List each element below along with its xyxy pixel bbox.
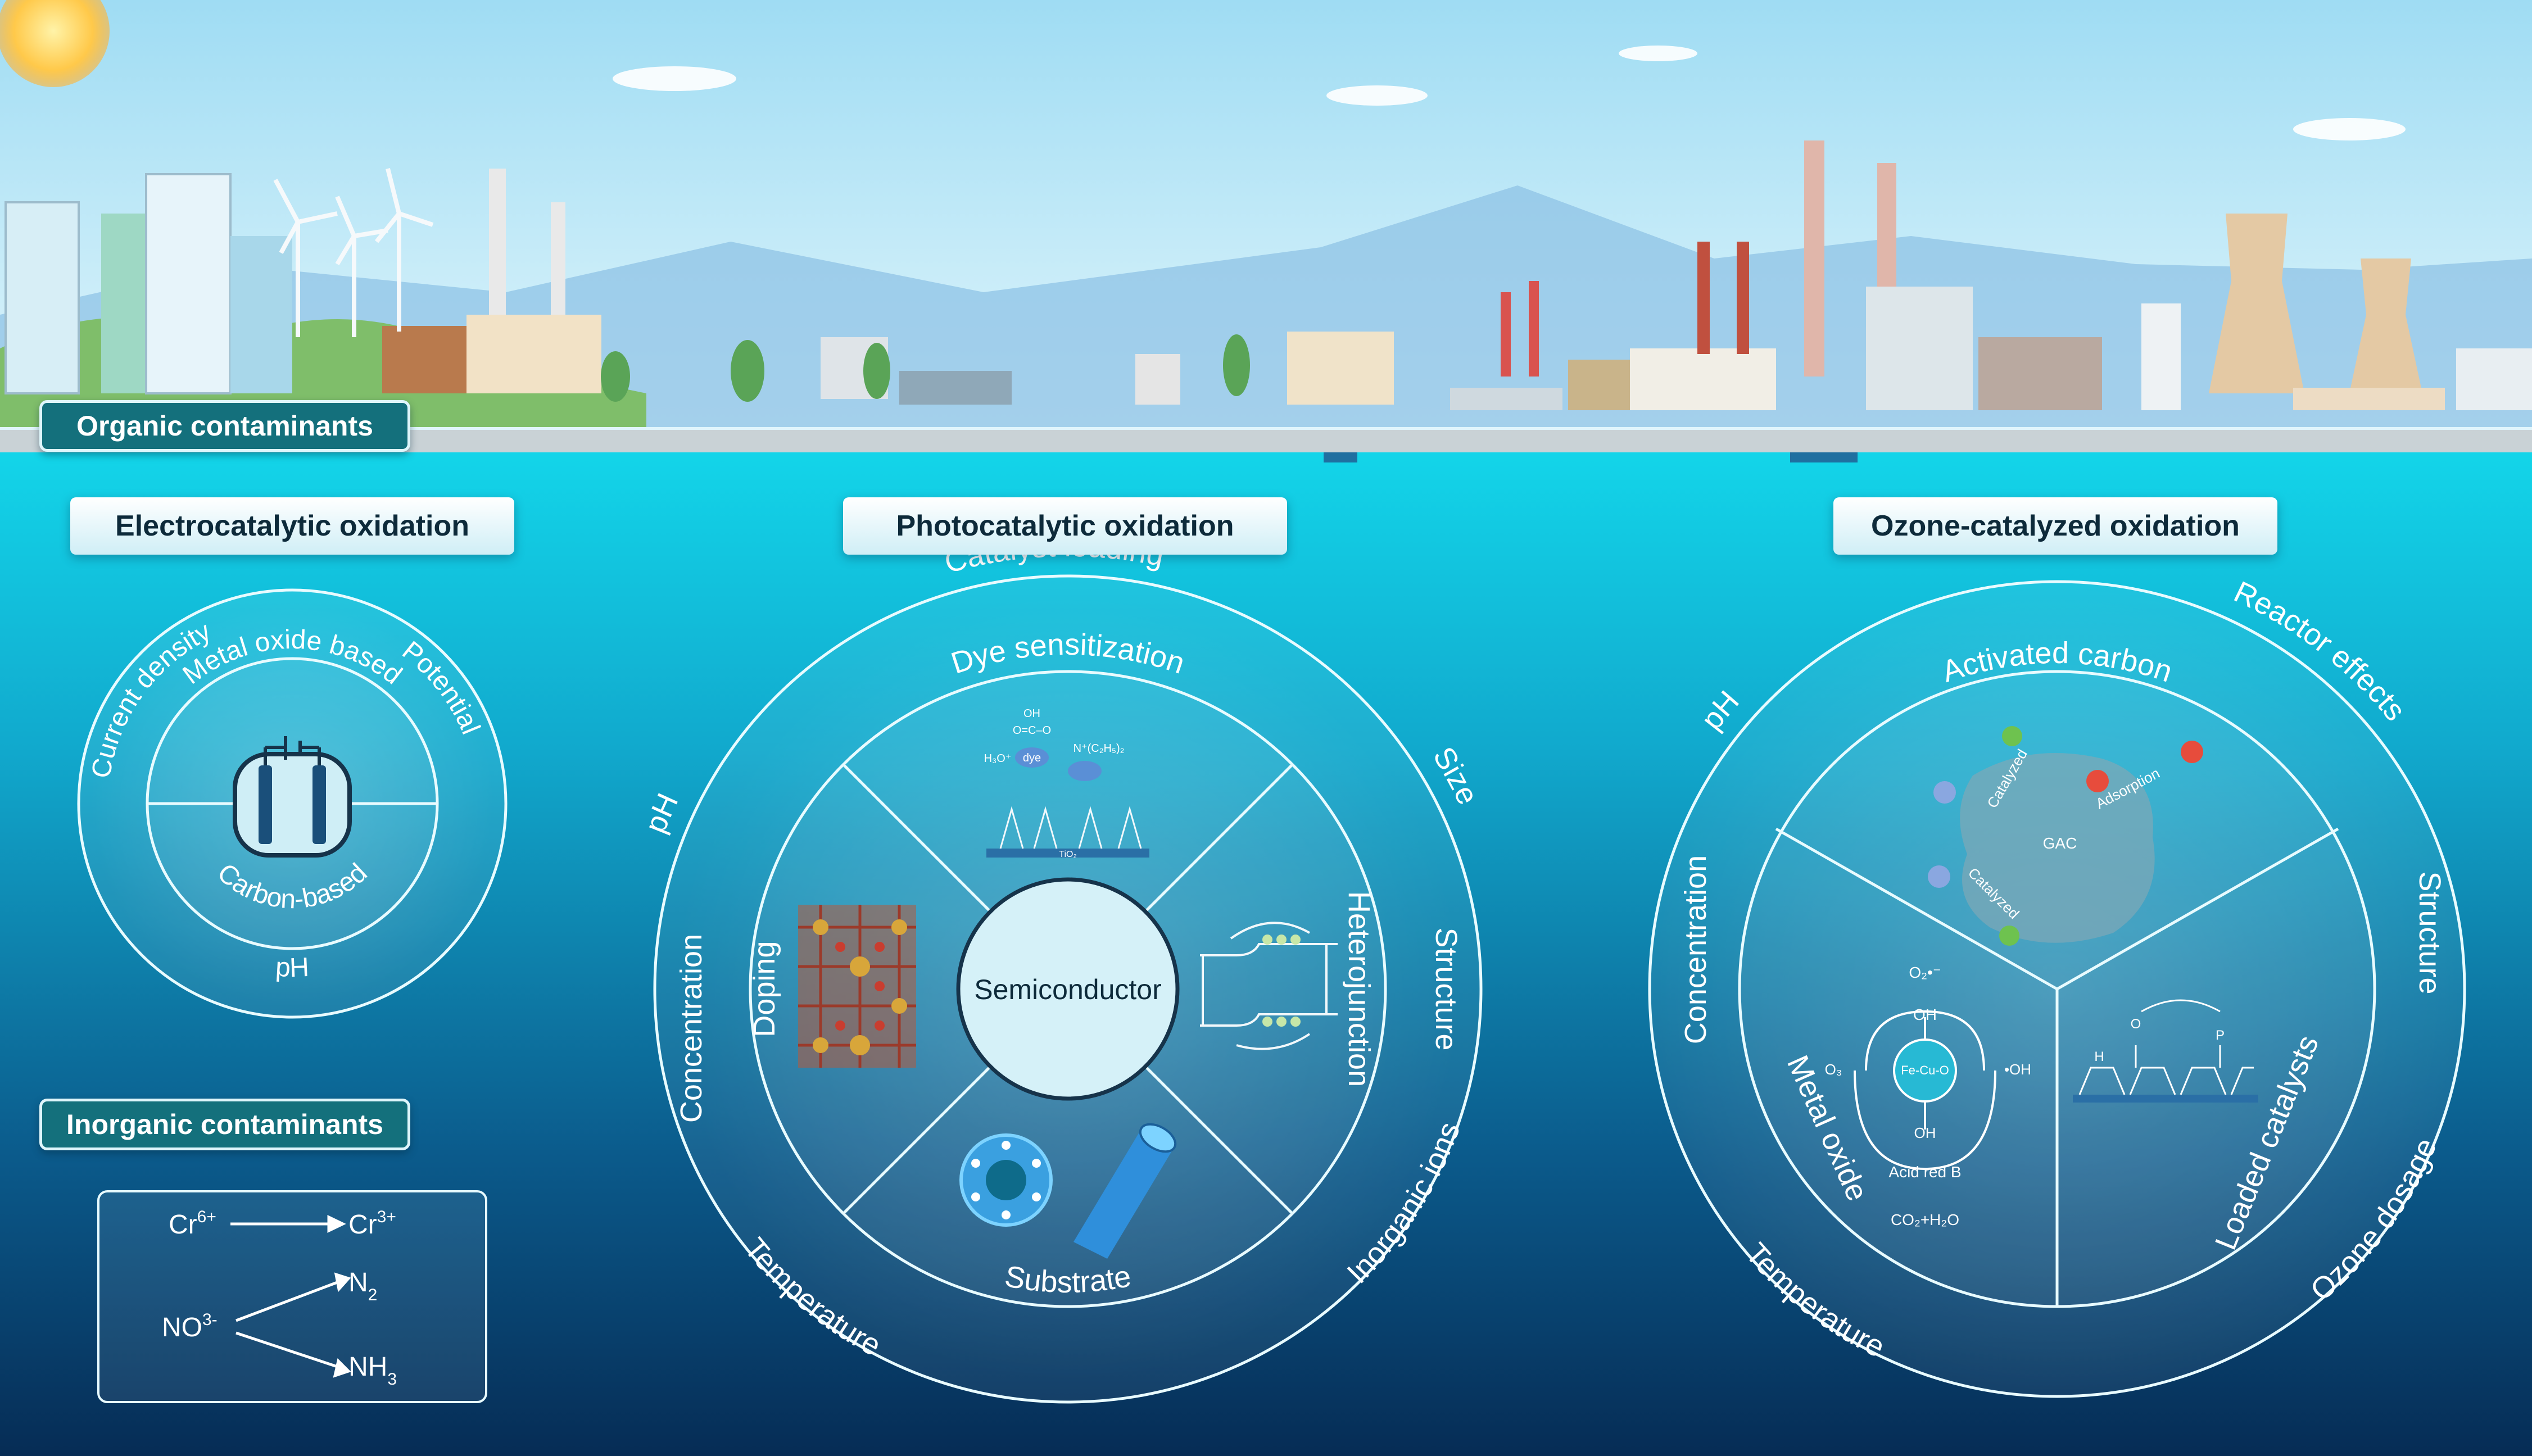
organic-contaminants-tag: Organic contaminants [39,400,410,452]
dye-label-carboxyl: O=C–O [1013,724,1051,737]
heterojunction-particles [1262,935,1301,1027]
reaction-cr6: Cr6+ [169,1208,216,1240]
reaction-no3: NO3- [162,1310,218,1342]
dye-label-tio2: TiO₂ [1059,850,1076,859]
semiconductor-label: Semiconductor [974,974,1162,1005]
ozone-divider [2056,827,2339,991]
dye-label-h3o: H₃O⁺ [984,752,1012,765]
lc-label-o: O [2131,1017,2141,1032]
dye-label-amine: N⁺(C₂H₅)₂ [1074,742,1125,755]
electrocatalytic-panel: Electrocatalytic oxidation [70,497,514,555]
mo-label-o3: O₃ [1825,1061,1842,1078]
reaction-n2: N2 [348,1268,377,1304]
ozone-divider [1775,827,2058,991]
lc-label-h: H [2094,1049,2104,1064]
trees [601,334,1250,402]
reaction-cr3: Cr3+ [348,1208,396,1240]
loaded-catalysts-illustration: O H P [2073,999,2258,1103]
photo-divider [842,763,991,913]
skyline [4,140,2532,410]
doping-crystal-illustration [798,905,916,1068]
mo-label-acid-red-b: Acid red B [1888,1163,1961,1181]
mo-label-superoxide: O₂•⁻ [1909,964,1941,981]
photo-label-concentration: Concentration [674,934,708,1123]
wind-turbines [273,168,434,337]
photo-divider [842,1065,991,1215]
electro-label-ph: pH [275,952,310,983]
electrolysis-cell-icon [233,736,352,858]
photo-label-structure: Structure [1429,927,1463,1050]
photo-sector-substrate: Substrate [1002,1259,1134,1299]
ac-label-gac: GAC [2043,834,2077,852]
mo-label-oh-top: OH [1913,1006,1937,1023]
ozone-catalyzed-panel: Ozone-catalyzed oxidation [1833,497,2277,555]
metal-oxide-illustration: O₂•⁻ OH O₃ Fe-Cu-O •OH OH Acid red B CO₂… [1825,964,2031,1228]
outfall-pipe [1790,452,1858,462]
clouds [613,46,2406,140]
ozone-wheel [1648,580,2466,1398]
photocatalytic-panel: Photocatalytic oxidation [843,497,1287,555]
ozone-label-structure: Structure [2413,871,2447,994]
mo-label-products: CO₂+H₂O [1891,1211,1959,1228]
outfall-pipe [1324,452,1357,462]
mo-label-oh-bottom: OH [1914,1124,1936,1141]
semiconductor-core [956,877,1180,1101]
reaction-nh3: NH3 [348,1352,397,1389]
dye-label-oh: OH [1023,707,1040,720]
photo-divider [1144,763,1294,913]
reaction-arrows [230,1215,351,1378]
photo-sector-heterojunction: Heterojunction [1342,891,1376,1087]
heterojunction-illustration [1200,922,1338,1050]
ground-strip [0,430,2532,452]
ozone-label-concentration: Concentration [1679,855,1713,1044]
mo-label-fe-cu-o: Fe-Cu-O [1901,1063,1949,1077]
photo-sector-doping: Doping [748,941,781,1037]
substrate-illustration [959,1123,1177,1259]
lc-label-p: P [2216,1028,2225,1043]
sun-icon [0,0,110,87]
inorganic-contaminants-tag: Inorganic contaminants [39,1099,410,1150]
dye-label-dye: dye [1023,752,1041,764]
inorganic-reaction-box [97,1190,487,1403]
dye-sensitization-illustration: OH O=C–O dye N⁺(C₂H₅)₂ H₃O⁺ TiO₂ [984,707,1149,859]
mo-label-hydroxyl-radical: •OH [2004,1061,2031,1078]
photo-divider [1144,1065,1294,1215]
